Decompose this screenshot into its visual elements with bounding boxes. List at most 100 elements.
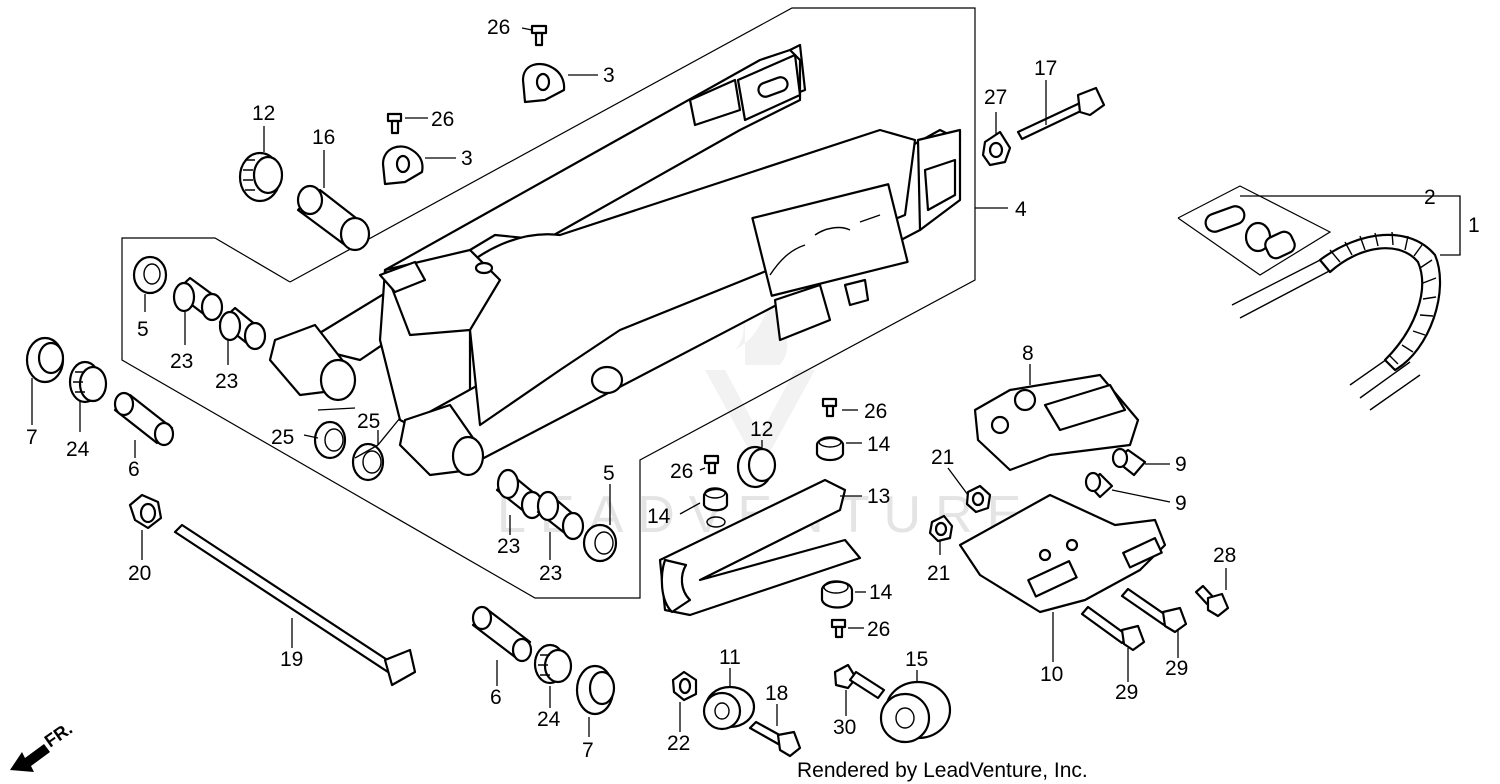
- screw-26-c: [821, 397, 838, 418]
- collar-6-bottom: [471, 605, 533, 663]
- callout-11: 11: [719, 646, 741, 669]
- clamp-3-top: [521, 62, 566, 104]
- chain-slider-13: [658, 478, 862, 617]
- swingarm-group-outline: [121, 7, 976, 599]
- dust-seal-7-left: [25, 336, 65, 384]
- callout-15: 15: [905, 648, 928, 671]
- rubber-14-a: [815, 436, 845, 462]
- callout-14-c: 14: [869, 581, 893, 604]
- bearing-23-a: [172, 276, 224, 322]
- callout-23-c: 23: [497, 535, 520, 558]
- swingarm: [268, 43, 962, 477]
- dust-seal-25-b: [351, 442, 385, 482]
- callout-9-b: 9: [1175, 492, 1187, 515]
- bolt-17: [1016, 86, 1106, 141]
- bolt-30: [833, 663, 886, 700]
- callout-13: 13: [867, 485, 890, 508]
- chain-guide-8: [973, 373, 1140, 472]
- front-arrow-icon: [10, 744, 50, 772]
- callout-18: 18: [765, 682, 788, 705]
- callout-28: 28: [1213, 544, 1236, 567]
- callout-27: 27: [984, 86, 1007, 109]
- dust-seal-5-right: [582, 523, 618, 563]
- roller-11: [702, 685, 756, 731]
- callout-20: 20: [128, 562, 151, 585]
- callout-25-a: 25: [271, 426, 294, 449]
- chain-joint-2: [1204, 205, 1296, 260]
- bolt-29-a: [1120, 587, 1188, 634]
- collar-9-b: [1084, 471, 1114, 499]
- dust-seal-5-left: [132, 255, 168, 295]
- callout-3-top: 3: [603, 64, 615, 87]
- callout-21-b: 21: [927, 562, 950, 585]
- collar-16: [296, 184, 371, 252]
- callout-8: 8: [1022, 342, 1034, 365]
- bearing-23-b: [218, 306, 267, 351]
- callout-21-a: 21: [931, 446, 954, 469]
- callout-26-e: 26: [867, 618, 890, 641]
- seal-12-top: [238, 151, 284, 203]
- roller-15: [879, 680, 952, 744]
- nut-22: [671, 670, 698, 702]
- watermark-logo: [705, 262, 815, 470]
- bolt-26-mid: [386, 112, 403, 135]
- bearing-24-left: [68, 360, 108, 404]
- screw-26-d: [703, 454, 720, 475]
- callout-1: 1: [1468, 214, 1480, 237]
- callout-23-d: 23: [539, 562, 562, 585]
- callout-16: 16: [312, 126, 335, 149]
- clamp-3-mid: [381, 145, 424, 186]
- rubber-14-b: [702, 487, 729, 512]
- callout-26-top: 26: [487, 16, 510, 39]
- callout-12-top: 12: [252, 102, 275, 125]
- callout-10: 10: [1040, 663, 1063, 686]
- callout-14-b: 14: [647, 505, 671, 528]
- callout-24-left: 24: [66, 438, 90, 461]
- callout-2: 2: [1424, 186, 1436, 209]
- nut-27: [981, 130, 1012, 167]
- chain-group-outline: [1177, 185, 1332, 276]
- screw-26-e: [830, 618, 847, 639]
- callout-30: 30: [833, 716, 856, 739]
- callout-17: 17: [1034, 57, 1057, 80]
- seal-12-center: [736, 445, 777, 489]
- leader-lines: [31, 27, 1461, 737]
- callout-4: 4: [1015, 198, 1027, 221]
- callout-26-c: 26: [864, 400, 887, 423]
- nut-20: [128, 493, 163, 530]
- callout-6-bottom: 6: [490, 686, 502, 709]
- callout-9-a: 9: [1175, 453, 1187, 476]
- callout-24-bottom: 24: [537, 708, 561, 731]
- dust-seal-25-a: [313, 420, 347, 460]
- bolt-29-b: [1080, 605, 1146, 652]
- bolt-28: [1194, 584, 1230, 618]
- callout-12-center: 12: [750, 418, 773, 441]
- callout-29-a: 29: [1165, 657, 1188, 680]
- callout-14-a: 14: [867, 433, 891, 456]
- collar-9-a: [1111, 447, 1147, 477]
- callout-labels: 26 3 12 16 26 3 27 17 2 1 4 5 23 23 7 24…: [26, 16, 1480, 762]
- callout-29-b: 29: [1115, 681, 1138, 704]
- callout-25-b: 25: [357, 410, 380, 433]
- callout-5-left: 5: [137, 318, 149, 341]
- render-credit: Rendered by LeadVenture, Inc.: [797, 759, 1088, 782]
- callout-3-mid: 3: [461, 147, 473, 170]
- drive-chain-1: [1231, 231, 1442, 411]
- bolt-18: [748, 720, 802, 758]
- bearing-24-bottom: [533, 643, 573, 685]
- callout-23-b: 23: [215, 370, 238, 393]
- callout-7-left: 7: [26, 426, 38, 449]
- callout-23-a: 23: [170, 350, 193, 373]
- callout-5-right: 5: [603, 462, 615, 485]
- bearing-23-d: [536, 490, 585, 541]
- callout-26-mid: 26: [431, 108, 454, 131]
- pivot-bolt-19: [173, 523, 417, 687]
- front-direction-label: FR.: [41, 718, 76, 751]
- callout-22: 22: [667, 732, 690, 755]
- bolt-26-top: [530, 24, 548, 47]
- nut-21-a: [965, 484, 992, 514]
- collar-6-left: [113, 391, 175, 447]
- dust-seal-7-bottom: [575, 664, 616, 716]
